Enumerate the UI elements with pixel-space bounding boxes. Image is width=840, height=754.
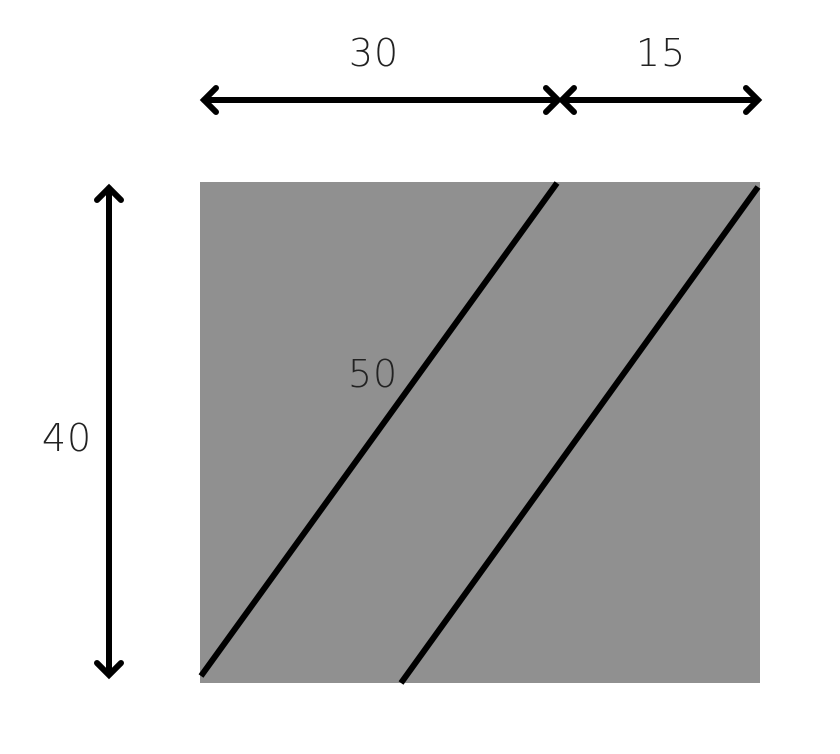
label-height-40: 40 — [41, 416, 93, 460]
gray-rectangle — [200, 182, 760, 683]
label-diagonal-50: 50 — [347, 352, 399, 396]
label-width-30: 30 — [348, 31, 400, 75]
dimension-arrow-40 — [94, 183, 124, 680]
dimension-arrow-15 — [557, 85, 763, 115]
diagonal-line-left — [198, 181, 560, 678]
label-width-15: 15 — [635, 31, 687, 75]
dimension-arrow-30 — [199, 85, 563, 115]
diagonal-line-right — [398, 185, 761, 685]
